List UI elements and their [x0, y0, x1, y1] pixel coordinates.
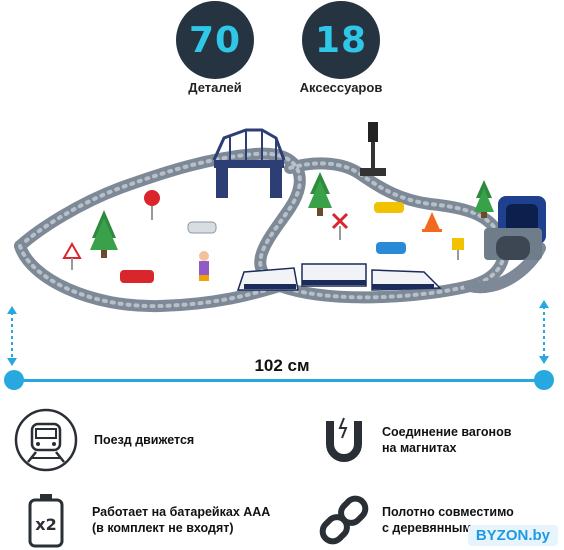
bridge — [212, 128, 286, 198]
feature-battery: x2 Работает на батарейках ААА (в комплек… — [14, 488, 304, 550]
railroad-crossing-sign — [331, 212, 349, 240]
dimension-dot-right — [534, 370, 554, 390]
accessories-count: 18 — [314, 19, 368, 61]
chain-link-icon — [319, 495, 369, 545]
dimension-line — [12, 379, 544, 382]
yellow-sign — [452, 238, 464, 260]
tree-middle — [308, 172, 332, 216]
toy-car-blue — [376, 242, 406, 254]
magnet-icon — [326, 417, 362, 462]
feature-compatible-track: Полотно совместимо с деревянными — [312, 488, 562, 550]
feature-text-magnet: Соединение вагонов на магнитах — [382, 425, 512, 455]
svg-text:x2: x2 — [35, 515, 56, 534]
accessories-count-circle: 18 — [302, 1, 380, 79]
feature-text-train: Поезд движется — [94, 433, 195, 447]
battery-icon: x2 — [28, 494, 64, 548]
tree-left — [90, 210, 118, 258]
details-count: 70 — [188, 19, 242, 61]
details-count-circle: 70 — [176, 1, 254, 79]
stop-sign — [144, 190, 160, 220]
signal-post — [360, 122, 386, 176]
left-height-guide — [7, 306, 17, 366]
dimension-dot-left — [4, 370, 24, 390]
traffic-cone — [422, 212, 442, 232]
toy-car-silver — [187, 221, 217, 234]
feature-text-battery: Работает на батарейках ААА (в комплект н… — [92, 505, 271, 535]
toy-car-yellow — [374, 202, 404, 213]
tree-right — [474, 180, 494, 218]
toy-car-red — [120, 270, 154, 283]
toy-train — [236, 263, 442, 291]
feature-train-moves: Поезд движется — [14, 408, 274, 472]
train-set-illustration — [14, 122, 546, 313]
right-height-guide — [539, 300, 549, 364]
train-icon — [14, 408, 78, 472]
tunnel — [484, 196, 546, 260]
feature-text-compatible: Полотно совместимо с деревянными — [382, 505, 514, 535]
warning-sign — [62, 241, 82, 270]
feature-magnet-connection: Соединение вагонов на магнитах — [312, 408, 562, 472]
track-length-label: 102 см — [254, 356, 310, 375]
toy-figure — [199, 251, 209, 281]
accessories-label: Аксессуаров — [299, 80, 383, 95]
watermark: BYZON.by — [467, 525, 558, 546]
details-label: Деталей — [188, 80, 242, 95]
